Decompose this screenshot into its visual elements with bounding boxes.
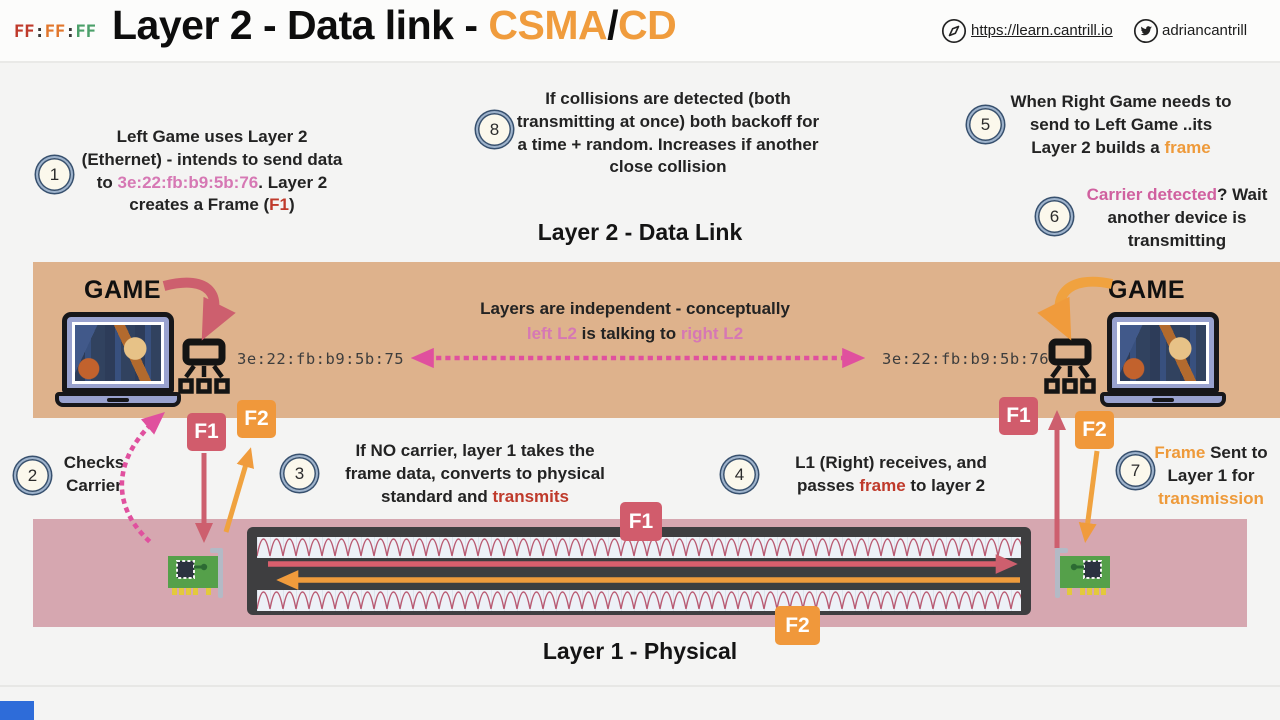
right-game-screenshot (1117, 322, 1209, 384)
step-4-marker: 4 (723, 458, 756, 491)
header-bar: FF:FF:FF Layer 2 - Data link - CSMA/CD h… (0, 0, 1280, 63)
step-3-marker: 3 (283, 457, 316, 490)
right-laptop (1100, 312, 1226, 407)
cable-f2-badge: F2 (775, 606, 820, 645)
left-mac-address: 3e:22:fb:b9:5b:75 (237, 350, 405, 368)
right-network-card (1055, 548, 1110, 598)
step-6-marker: 6 (1038, 200, 1071, 233)
left-l2-interface-icon (178, 338, 230, 394)
left-laptop (55, 312, 181, 407)
right-f1-badge: F1 (999, 397, 1038, 435)
step-5-note: When Right Game needs to send to Left Ga… (1010, 92, 1232, 157)
step-5-marker: 5 (969, 108, 1002, 141)
cable-waveform-bottom (257, 590, 1021, 611)
left-laptop-screen (62, 312, 174, 393)
step-1-note: Left Game uses Layer 2 (Ethernet) - inte… (81, 127, 343, 215)
twitter-handle[interactable]: adriancantrill (1162, 22, 1248, 39)
step-8-marker: 8 (478, 113, 511, 146)
left-game-screenshot (72, 322, 164, 384)
layer2-heading: Layer 2 - Data Link (537, 219, 743, 245)
corner-blue-mark (0, 701, 34, 720)
left-laptop-base (55, 392, 181, 407)
right-l2-interface-icon (1044, 338, 1096, 394)
right-game-label: GAME (1108, 276, 1185, 304)
left-network-card (168, 548, 223, 598)
layers-independent-text: Layers are independent - conceptually le… (480, 299, 790, 343)
physical-cable (247, 527, 1031, 615)
cable-f1-badge: F1 (620, 502, 662, 541)
left-laptop-camera (112, 314, 124, 317)
step-3-note: If NO carrier, layer 1 takes the frame d… (345, 441, 605, 506)
step-2-marker: 2 (16, 459, 49, 492)
left-f1-badge: F1 (187, 413, 226, 451)
step-7-marker: 7 (1119, 454, 1152, 487)
step-8-note: If collisions are detected (both transmi… (516, 89, 820, 177)
step-2-note: Checks Carrier (63, 453, 125, 495)
twitter-icon (1133, 18, 1159, 44)
right-laptop-screen (1107, 312, 1219, 393)
compass-icon (941, 18, 967, 44)
right-f2-badge: F2 (1075, 411, 1114, 449)
ff-logo: FF:FF:FF (14, 22, 96, 42)
course-link[interactable]: https://learn.cantrill.io (971, 22, 1113, 39)
bottom-divider (0, 685, 1280, 687)
left-f2-badge: F2 (237, 400, 276, 438)
step-1-marker: 1 (38, 158, 71, 191)
step-4-note: L1 (Right) receives, and passes frame to… (795, 453, 987, 495)
right-mac-address: 3e:22:fb:b9:5b:76 (882, 350, 1050, 368)
page-title: Layer 2 - Data link - CSMA/CD (112, 2, 677, 48)
step-6-note: Carrier detected? Wait another device is… (1086, 185, 1268, 250)
left-game-label: GAME (84, 276, 161, 304)
layer1-heading: Layer 1 - Physical (542, 638, 738, 664)
right-laptop-base (1100, 392, 1226, 407)
cable-waveform-top (257, 537, 1021, 558)
right-laptop-camera (1157, 314, 1169, 317)
step-7-note: Frame Sent to Layer 1 for transmission (1154, 443, 1268, 508)
